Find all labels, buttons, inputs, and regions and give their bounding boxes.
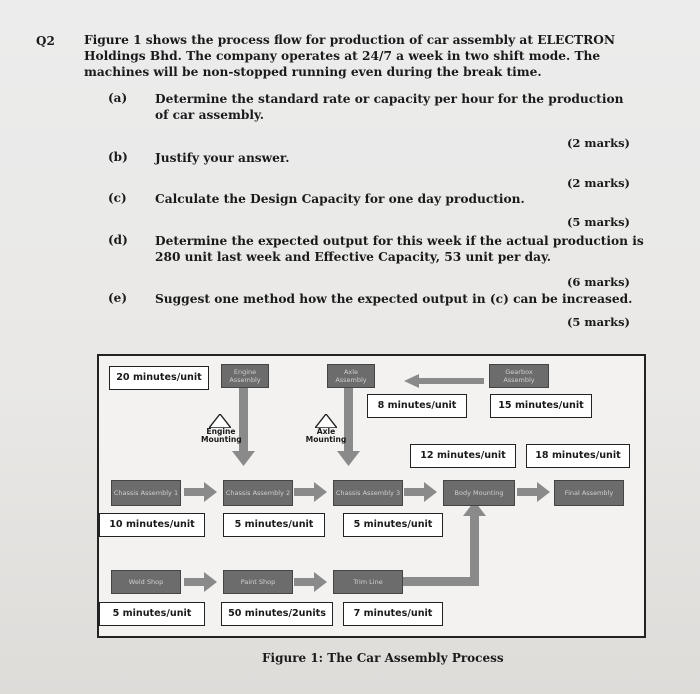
time-label-paint: 50 minutes/2units bbox=[221, 602, 333, 626]
stage-final-assembly: Final Assembly bbox=[554, 480, 624, 506]
part-c-label: (c) bbox=[108, 191, 127, 205]
time-label-gearbox: 15 minutes/unit bbox=[490, 394, 592, 418]
engine-mounting-icon bbox=[209, 414, 231, 428]
flow-arrows bbox=[184, 374, 550, 592]
part-b-text: Justify your answer. bbox=[155, 151, 290, 165]
question-number: Q2 bbox=[36, 34, 55, 48]
axle-mounting-label: Axle Mounting bbox=[305, 427, 347, 444]
stage-chassis-3: Chassis Assembly 3 bbox=[333, 480, 403, 506]
part-c-text: Calculate the Design Capacity for one da… bbox=[155, 192, 525, 206]
stage-gearbox-assembly: Gearbox Assembly bbox=[489, 364, 549, 388]
process-flow-diagram: 20 minutes/unit Engine Assembly Axle Ass… bbox=[97, 354, 646, 638]
time-label-axle: 8 minutes/unit bbox=[367, 394, 467, 418]
stage-engine-assembly: Engine Assembly bbox=[221, 364, 269, 388]
time-label-weld: 5 minutes/unit bbox=[99, 602, 205, 626]
axle-mounting-icon bbox=[315, 414, 337, 428]
part-d-marks: (6 marks) bbox=[566, 275, 630, 289]
part-b-label: (b) bbox=[108, 150, 128, 164]
time-label-final: 18 minutes/unit bbox=[526, 444, 630, 468]
figure-caption: Figure 1: The Car Assembly Process bbox=[262, 651, 504, 665]
part-d-text: Determine the expected output for this w… bbox=[155, 234, 644, 264]
stage-weld-shop: Weld Shop bbox=[111, 570, 181, 594]
part-e-text: Suggest one method how the expected outp… bbox=[155, 292, 633, 306]
part-b-marks: (2 marks) bbox=[566, 176, 630, 190]
question-stem: Figure 1 shows the process flow for prod… bbox=[84, 33, 615, 79]
stage-chassis-1: Chassis Assembly 1 bbox=[111, 480, 181, 506]
part-d-label: (d) bbox=[108, 233, 128, 247]
part-c-marks: (5 marks) bbox=[566, 215, 630, 229]
time-label-trim: 7 minutes/unit bbox=[343, 602, 443, 626]
stage-paint-shop: Paint Shop bbox=[223, 570, 293, 594]
time-label-chassis-3: 5 minutes/unit bbox=[343, 513, 443, 537]
part-a-marks: (2 marks) bbox=[566, 136, 630, 150]
engine-mounting-label: Engine Mounting bbox=[201, 427, 242, 444]
part-a-label: (a) bbox=[108, 91, 128, 105]
part-a-text: Determine the standard rate or capacity … bbox=[155, 92, 624, 122]
time-label-chassis-2: 5 minutes/unit bbox=[223, 513, 325, 537]
time-label-engine: 20 minutes/unit bbox=[109, 366, 209, 390]
stage-trim-line: Trim Line bbox=[333, 570, 403, 594]
time-label-chassis-1: 10 minutes/unit bbox=[99, 513, 205, 537]
part-e-label: (e) bbox=[108, 291, 127, 305]
stage-chassis-2: Chassis Assembly 2 bbox=[223, 480, 293, 506]
stage-axle-assembly: Axle Assembly bbox=[327, 364, 375, 388]
stage-body-mounting: Body Mounting bbox=[443, 480, 515, 506]
part-e-marks: (5 marks) bbox=[566, 315, 630, 329]
time-label-body: 12 minutes/unit bbox=[410, 444, 516, 468]
